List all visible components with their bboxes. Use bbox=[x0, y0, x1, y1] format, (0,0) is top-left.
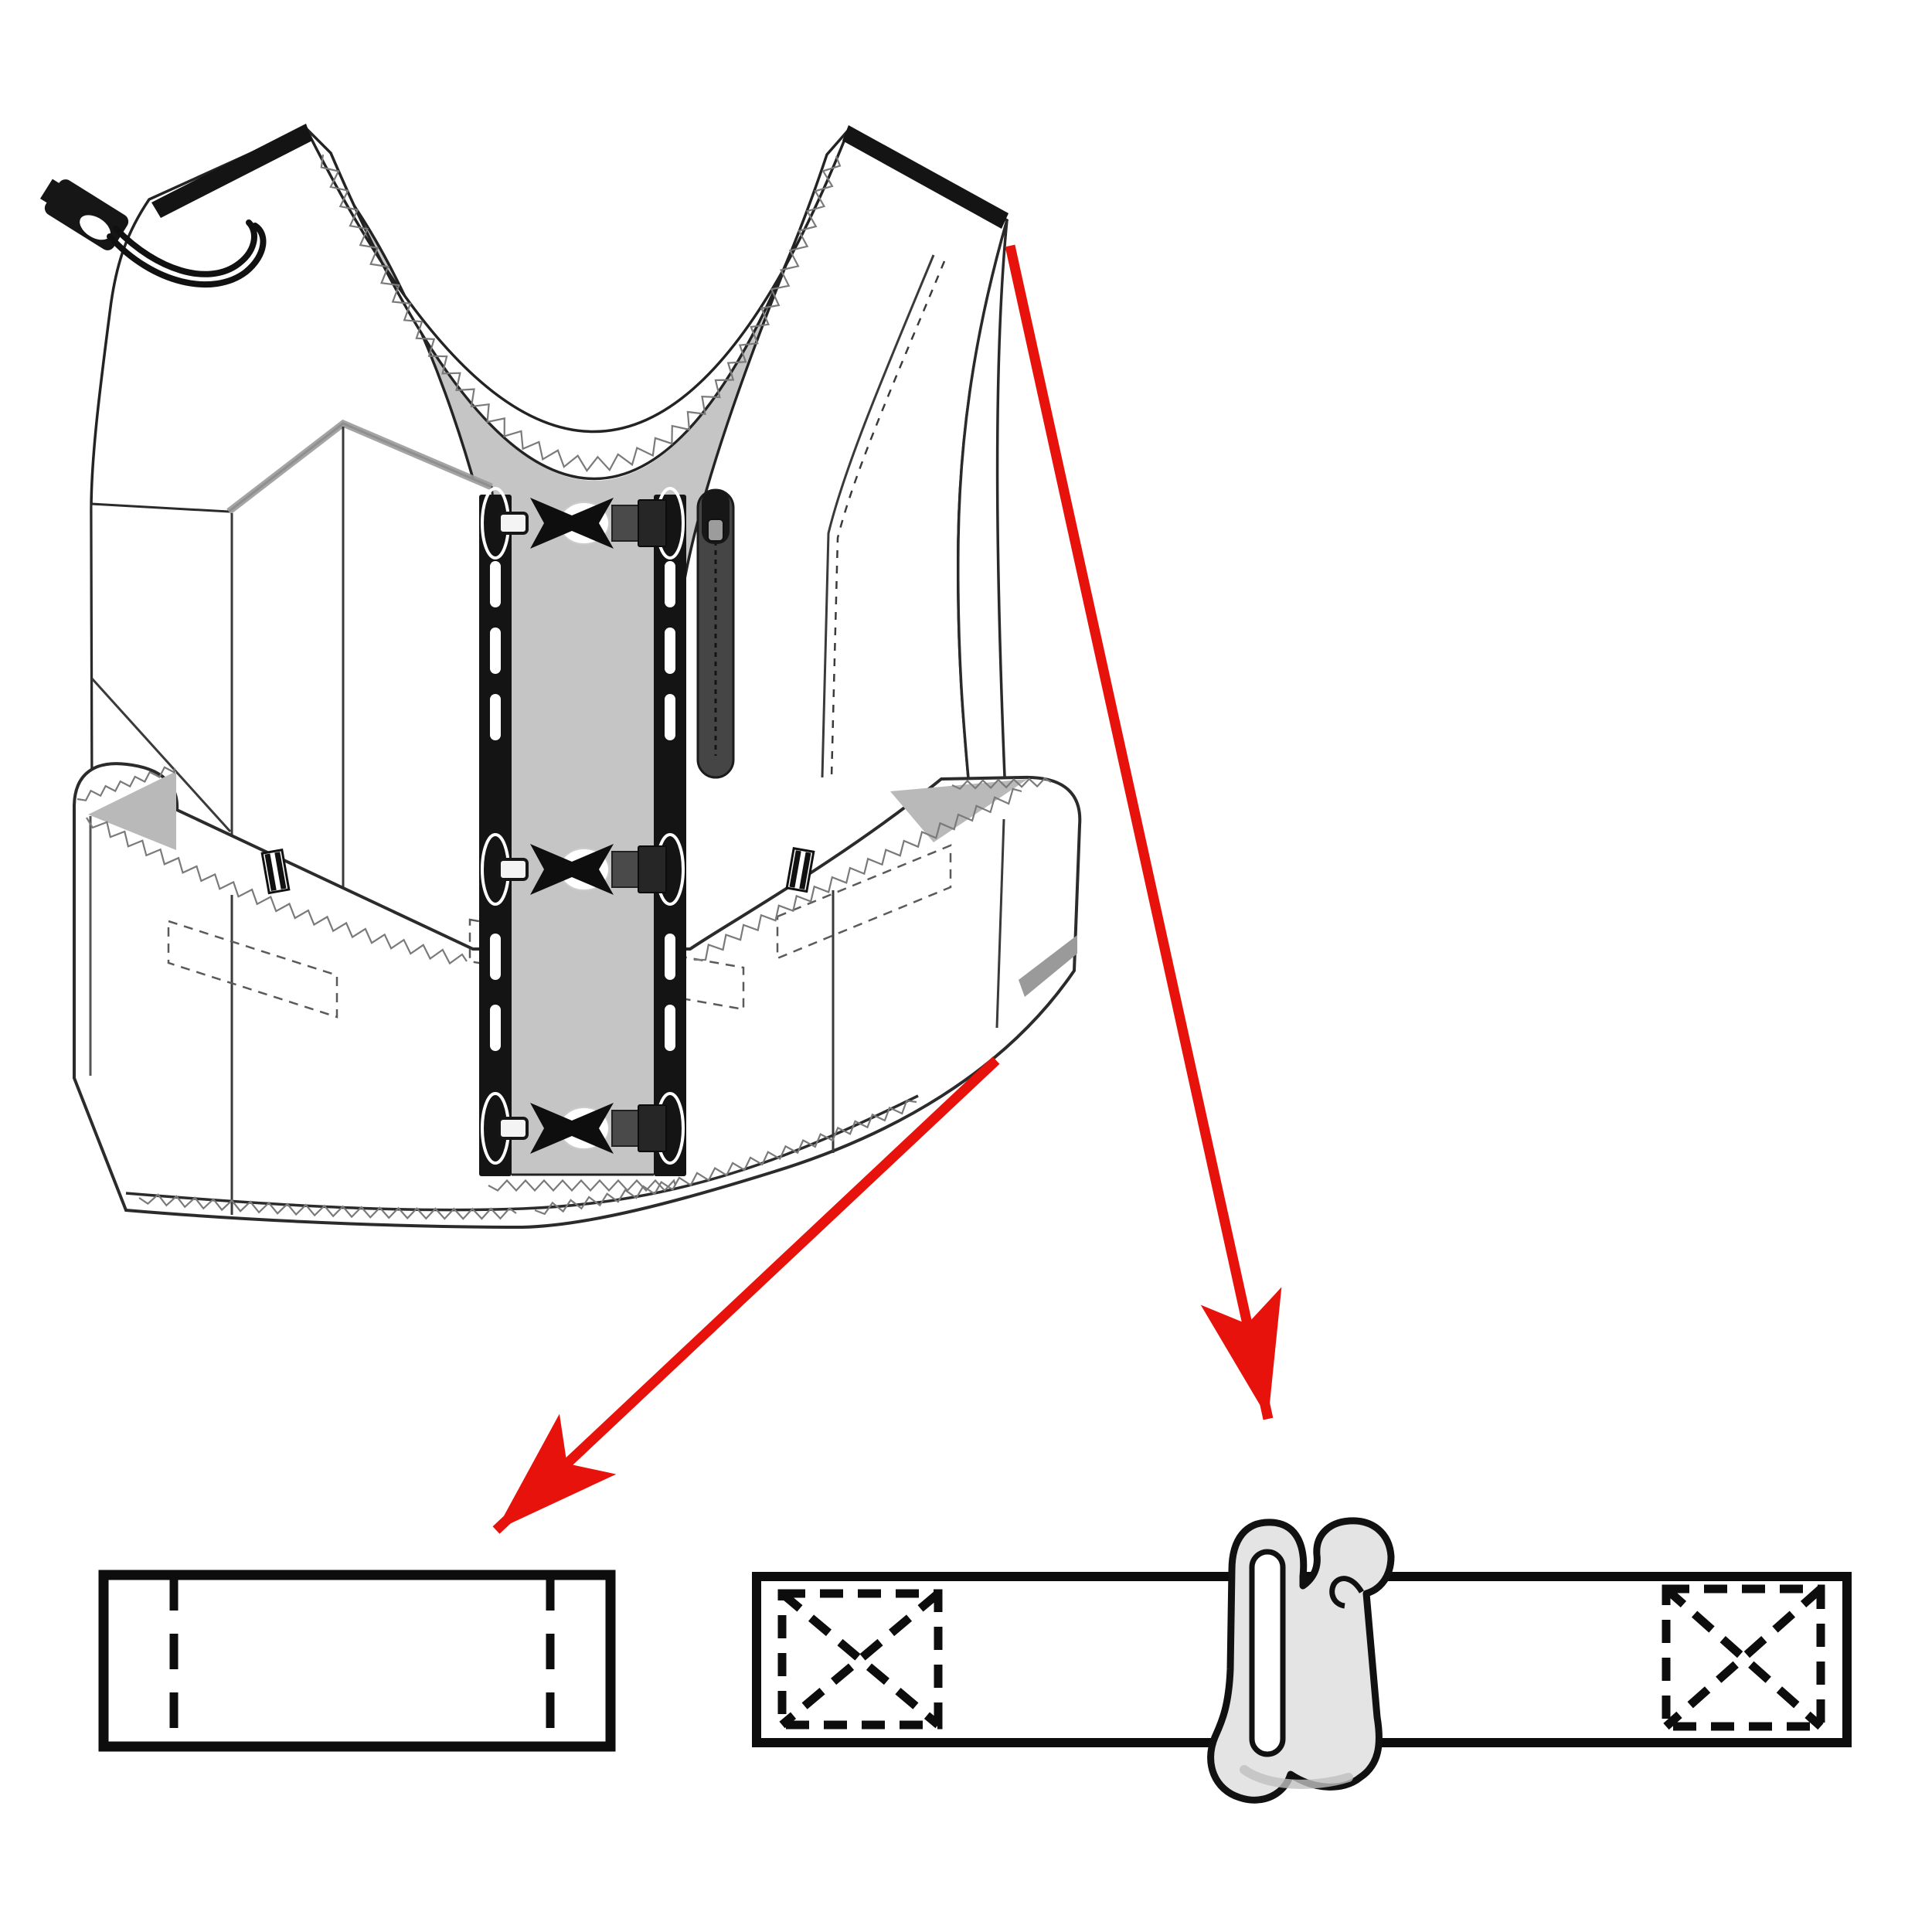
strap-slider bbox=[638, 1104, 667, 1152]
detail-strap-assembled bbox=[752, 1517, 1852, 1804]
webbing-tab-right bbox=[785, 847, 815, 893]
callout-arrow-shoulder bbox=[1005, 244, 1282, 1420]
callout-arrow-belt bbox=[492, 1056, 1000, 1534]
drawcord bbox=[113, 219, 257, 277]
strap-slider bbox=[638, 499, 667, 547]
webbing-tab-left bbox=[260, 849, 291, 895]
right-panel-seam-solid bbox=[821, 254, 935, 778]
hook-buckle-row-2 bbox=[481, 833, 685, 906]
buckle-stem bbox=[498, 512, 529, 535]
belt-stitch-left bbox=[86, 817, 468, 965]
belt-seam-right bbox=[995, 818, 1005, 1029]
g-hook-shade bbox=[1240, 1765, 1353, 1789]
neck-trim bbox=[304, 127, 850, 481]
buckle-stem bbox=[498, 1117, 529, 1140]
strap-slider bbox=[638, 845, 667, 893]
g-hook-slot bbox=[1249, 1549, 1286, 1757]
chest-zip-pocket bbox=[696, 488, 735, 779]
buckle-stem bbox=[498, 858, 529, 881]
x-hook-buckle bbox=[530, 498, 614, 549]
hook-buckle-rows bbox=[481, 487, 685, 1165]
callout-arrows bbox=[492, 244, 1282, 1534]
strap-slot bbox=[665, 934, 675, 980]
belt-fold-stitch-right bbox=[951, 777, 1052, 791]
hem-stitch-left bbox=[138, 1193, 517, 1220]
left-panel-diagonal-seam bbox=[90, 677, 232, 833]
shoulder-binding-right bbox=[842, 125, 1009, 229]
g-hook-body bbox=[1207, 1517, 1395, 1804]
detail-g-hook bbox=[1207, 1517, 1395, 1804]
detail-strap-plain bbox=[98, 1570, 616, 1752]
strap-slot bbox=[665, 628, 675, 674]
strap-slot bbox=[490, 934, 501, 980]
x-hook-buckle bbox=[530, 1103, 614, 1154]
reflective-strip bbox=[1019, 935, 1077, 997]
left-shoulder-panel bbox=[90, 126, 501, 1029]
belt-stitch-right bbox=[694, 787, 1022, 961]
drawcord-strand-2 bbox=[107, 223, 267, 288]
hem-stitch-right bbox=[534, 1100, 917, 1216]
label-stitch-right bbox=[776, 844, 952, 960]
detail-x-box-stitch-right bbox=[1662, 1584, 1825, 1731]
g-hook-curl bbox=[1329, 1576, 1365, 1609]
column-bottom-stitch bbox=[488, 1179, 677, 1192]
strap-slot bbox=[665, 1005, 675, 1051]
detail-strap-right-end bbox=[1342, 1572, 1852, 1747]
back-panel bbox=[332, 153, 827, 1175]
hook-buckle-row-3 bbox=[481, 1092, 685, 1165]
strap-slot bbox=[665, 561, 675, 607]
belt-hem-inner bbox=[125, 1094, 919, 1212]
strap-slot bbox=[490, 694, 501, 740]
zipper-pull-hole bbox=[707, 519, 724, 542]
drawcord-toggle bbox=[40, 179, 129, 250]
belt-fold-lining-right bbox=[890, 779, 1028, 842]
strap-slot bbox=[665, 694, 675, 740]
vest-back-view bbox=[40, 124, 1082, 1230]
belt-fold-stitch-left bbox=[77, 766, 176, 801]
hook-buckle-row-1 bbox=[481, 487, 685, 560]
strap-slot bbox=[490, 1005, 501, 1051]
left-panel-shadow-seam bbox=[226, 419, 493, 515]
belt-fold-lining-left bbox=[88, 771, 176, 850]
strap-slot bbox=[490, 628, 501, 674]
label-stitch-left bbox=[167, 920, 338, 1019]
ladder-strap-right-slots bbox=[665, 561, 675, 1051]
shoulder-binding-left bbox=[151, 124, 312, 218]
x-hook-buckle bbox=[530, 844, 614, 895]
detail-x-box-stitch-left bbox=[777, 1589, 943, 1730]
strap-slot bbox=[490, 561, 501, 607]
right-panel-seam-dashed bbox=[830, 260, 946, 778]
neck-stitch-zigzag bbox=[320, 154, 842, 473]
ladder-strap-left-slots bbox=[490, 561, 501, 1051]
